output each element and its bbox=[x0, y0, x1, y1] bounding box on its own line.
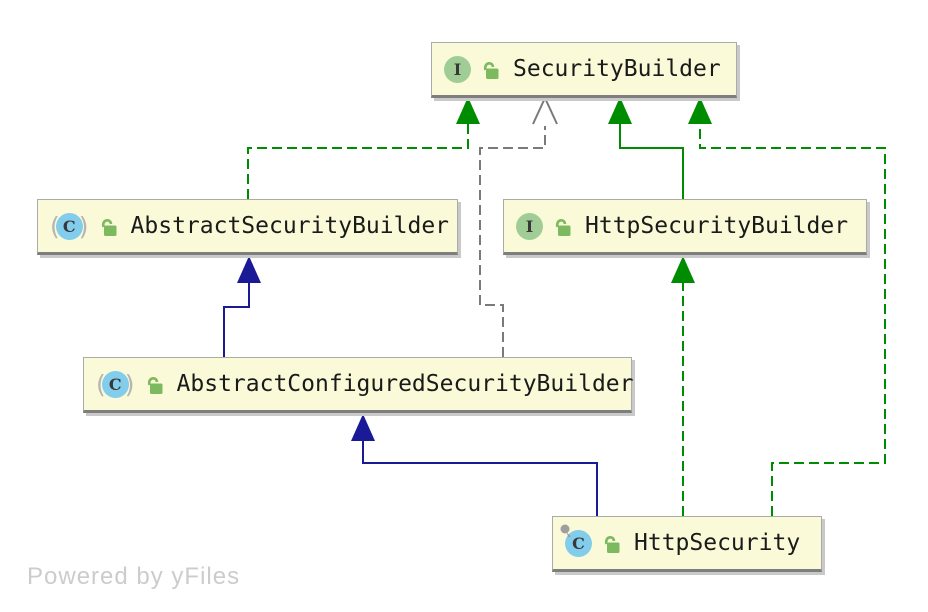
edge-httpsecurity-implements-httpsecuritybuilder[interactable] bbox=[671, 256, 695, 516]
edge-abstractconfiguredsecuritybuilder-extends-abstractsecuritybuilder[interactable] bbox=[223, 256, 261, 357]
edge-abstractsecuritybuilder-implements-securitybuilder[interactable] bbox=[247, 97, 480, 199]
public-lock-icon bbox=[143, 374, 164, 395]
public-lock-icon bbox=[479, 59, 500, 80]
public-lock-icon bbox=[97, 216, 118, 237]
uml-node-label: HttpSecurityBuilder bbox=[585, 213, 849, 239]
public-lock-icon bbox=[600, 533, 621, 554]
abstract-class-icon: ( C ) bbox=[96, 369, 135, 399]
final-pin-icon bbox=[559, 523, 575, 543]
yfiles-watermark: Powered by yFiles bbox=[27, 563, 241, 590]
uml-node-httpsecuritybuilder[interactable]: I HttpSecurityBuilder bbox=[503, 199, 867, 255]
uml-node-securitybuilder[interactable]: I SecurityBuilder bbox=[431, 42, 737, 98]
uml-node-httpsecurity[interactable]: C HttpSecurity bbox=[552, 516, 822, 572]
interface-icon: I bbox=[516, 212, 543, 240]
public-lock-icon bbox=[551, 216, 572, 237]
edge-httpsecurity-implements-securitybuilder[interactable] bbox=[688, 97, 886, 516]
edge-abstractconfiguredsecuritybuilder-realizes-securitybuilder[interactable] bbox=[479, 95, 558, 357]
uml-node-label: AbstractSecurityBuilder bbox=[130, 213, 450, 239]
uml-node-abstractsecuritybuilder[interactable]: ( C ) AbstractSecurityBuilder bbox=[37, 199, 458, 255]
edge-httpsecurity-extends-abstractconfiguredsecuritybuilder[interactable] bbox=[351, 414, 598, 516]
uml-node-label: SecurityBuilder bbox=[513, 56, 721, 82]
interface-icon: I bbox=[444, 55, 471, 83]
abstract-class-icon: ( C ) bbox=[50, 211, 89, 241]
edge-httpsecuritybuilder-extends-securitybuilder[interactable] bbox=[608, 97, 684, 199]
uml-node-label: AbstractConfiguredSecurityBuilder bbox=[176, 371, 634, 397]
final-class-icon: C bbox=[560, 524, 592, 557]
uml-node-label: HttpSecurity bbox=[634, 530, 801, 556]
uml-node-abstractconfiguredsecuritybuilder[interactable]: ( C ) AbstractConfiguredSecurityBuilder bbox=[83, 357, 634, 413]
